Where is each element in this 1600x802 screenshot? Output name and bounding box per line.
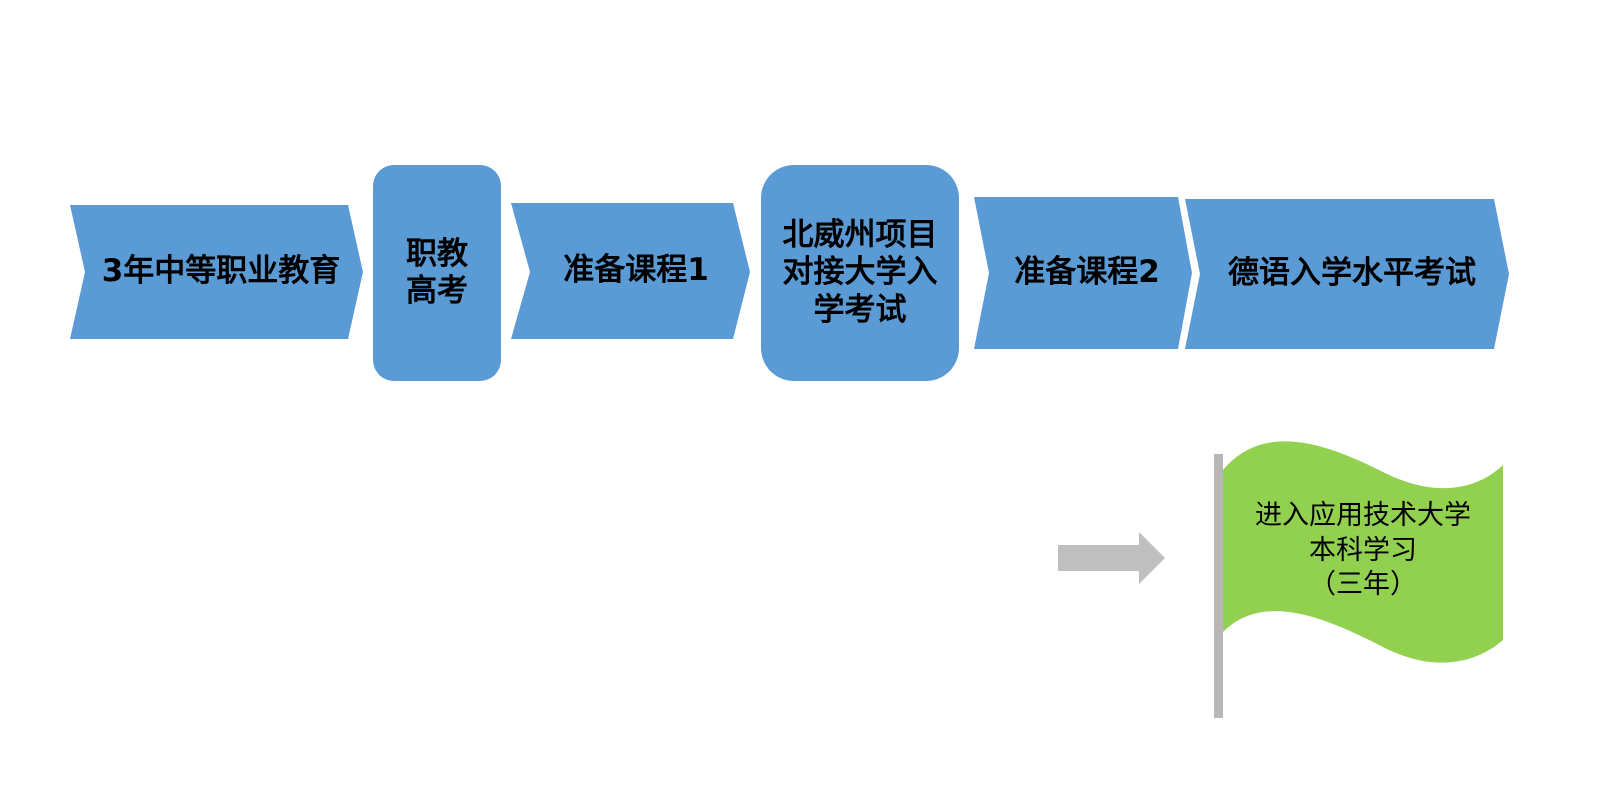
flag-icon [1223,441,1503,663]
step-1-chevron-shape [70,205,363,339]
step-6-label: 德语入学水平考试 [1228,255,1476,292]
goal-label: 进入应用技术大学 本科学习 （三年） [1255,500,1471,601]
right-arrow-icon [1058,532,1165,584]
step-3-label: 准备课程1 [563,252,709,289]
step-5-label: 准备课程2 [1014,254,1160,291]
step-3-chevron-shape [511,203,750,339]
step-2-label: 职教 高考 [406,235,468,309]
step-4-label: 北威州项目 对接大学入 学考试 [782,217,938,328]
step-6-chevron-shape [1185,199,1509,349]
flag-pole [1214,454,1223,718]
step-5-chevron-shape [974,197,1192,349]
step-4-rounded-box-shape [761,165,959,381]
step-1-label: 3年中等职业教育 [101,253,341,290]
step-2-rounded-box-shape [373,165,501,381]
